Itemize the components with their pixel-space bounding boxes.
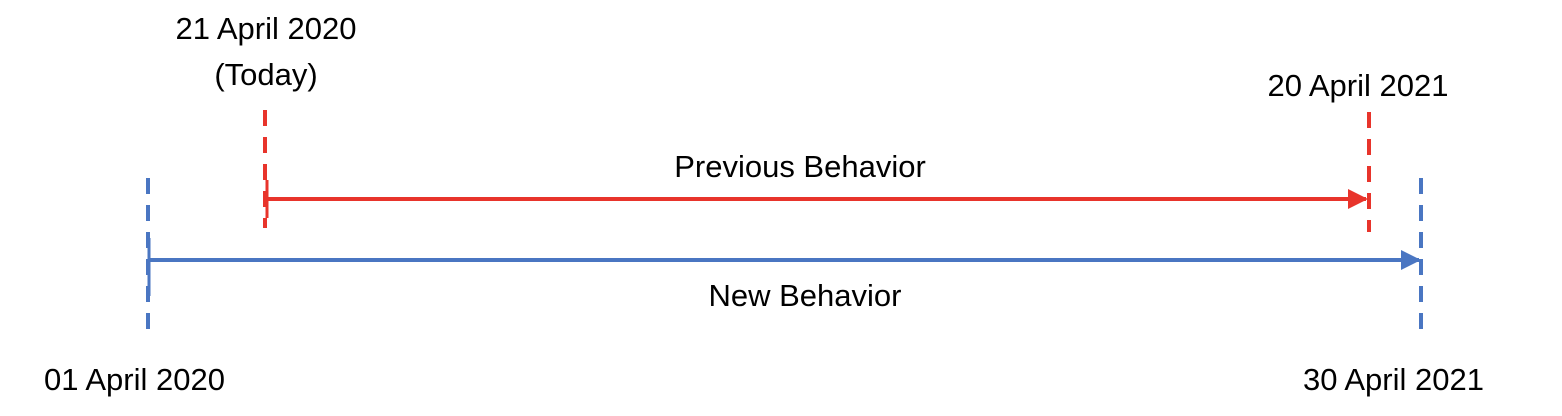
previous-behavior-label: Previous Behavior (674, 149, 926, 184)
new-start-date-label: 01 April 2020 (44, 362, 225, 397)
new-behavior-label: New Behavior (708, 278, 902, 313)
today-note-label: (Today) (214, 57, 318, 92)
previous-end-date-label: 20 April 2021 (1267, 68, 1449, 103)
today-date-label: 21 April 2020 (175, 11, 357, 46)
new-end-date-label: 30 April 2021 (1303, 362, 1484, 397)
